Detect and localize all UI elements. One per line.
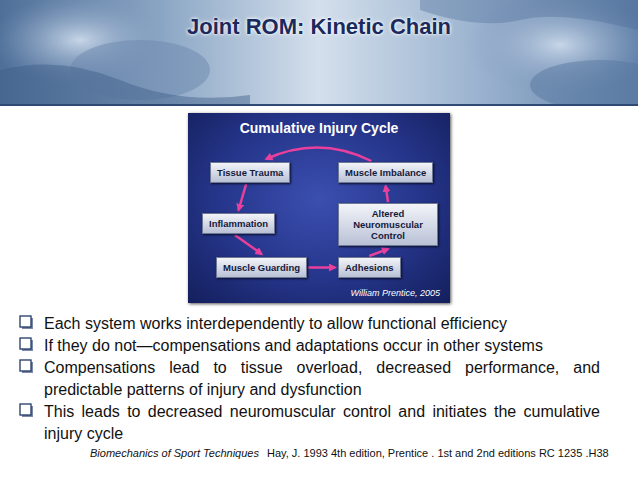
box-text: Tissue Trauma	[217, 167, 283, 178]
box-text: Altered Neuromuscular Control	[345, 208, 431, 241]
source-caption: William Prentice, 2005	[351, 288, 440, 298]
cycle-arrow	[235, 235, 262, 254]
process-box: Muscle Imbalance	[338, 162, 433, 183]
bullet-text-box: If they do not—compensations and adaptat…	[44, 335, 600, 357]
cycle-arrow	[308, 266, 335, 269]
box-text: Muscle Guarding	[223, 262, 300, 273]
panel-caption-box: William Prentice, 2005	[351, 288, 440, 298]
bullet-text: If they do not—compensations and adaptat…	[44, 337, 543, 354]
bullet-text-box: Each system works interdependently to al…	[44, 313, 600, 335]
reference-text-box: Hay, J. 1993 4th edition, Prentice . 1st…	[267, 447, 609, 459]
slide-title-box: Joint ROM: Kinetic Chain	[0, 14, 638, 40]
cycle-arrow	[369, 249, 388, 256]
process-box: Adhesions	[338, 257, 401, 278]
bullet-text: Each system works interdependently to al…	[44, 315, 507, 332]
cycle-arrow	[239, 184, 247, 210]
reference-text: Hay, J. 1993 4th edition, Prentice . 1st…	[267, 447, 609, 459]
process-box: Tissue Trauma	[210, 162, 290, 183]
cycle-arrow	[386, 186, 388, 202]
box-text: Inflammation	[209, 218, 268, 229]
reference-title-box: Biomechanics of Sport Techniques	[90, 447, 259, 459]
box-text: Muscle Imbalance	[345, 167, 426, 178]
box-text: Adhesions	[345, 262, 394, 273]
process-box: Altered Neuromuscular Control	[338, 203, 438, 246]
panel-heading-box: Cumulative Injury Cycle	[188, 120, 450, 136]
process-box: Inflammation	[202, 213, 275, 234]
cycle-arrow	[266, 147, 371, 161]
bullet-text-box: Compensations lead to tissue overload, d…	[44, 357, 600, 401]
slide-title: Joint ROM: Kinetic Chain	[187, 14, 451, 39]
diagram-panel: Cumulative Injury CycleWilliam Prentice,…	[188, 113, 450, 303]
process-box: Muscle Guarding	[216, 257, 307, 278]
panel-heading: Cumulative Injury Cycle	[240, 120, 399, 136]
bullet-text-box: This leads to decreased neuromuscular co…	[44, 401, 600, 445]
bullet-text: Compensations lead to tissue overload, d…	[44, 359, 600, 398]
bullet-text: This leads to decreased neuromuscular co…	[44, 403, 600, 442]
reference-title: Biomechanics of Sport Techniques	[90, 447, 259, 459]
